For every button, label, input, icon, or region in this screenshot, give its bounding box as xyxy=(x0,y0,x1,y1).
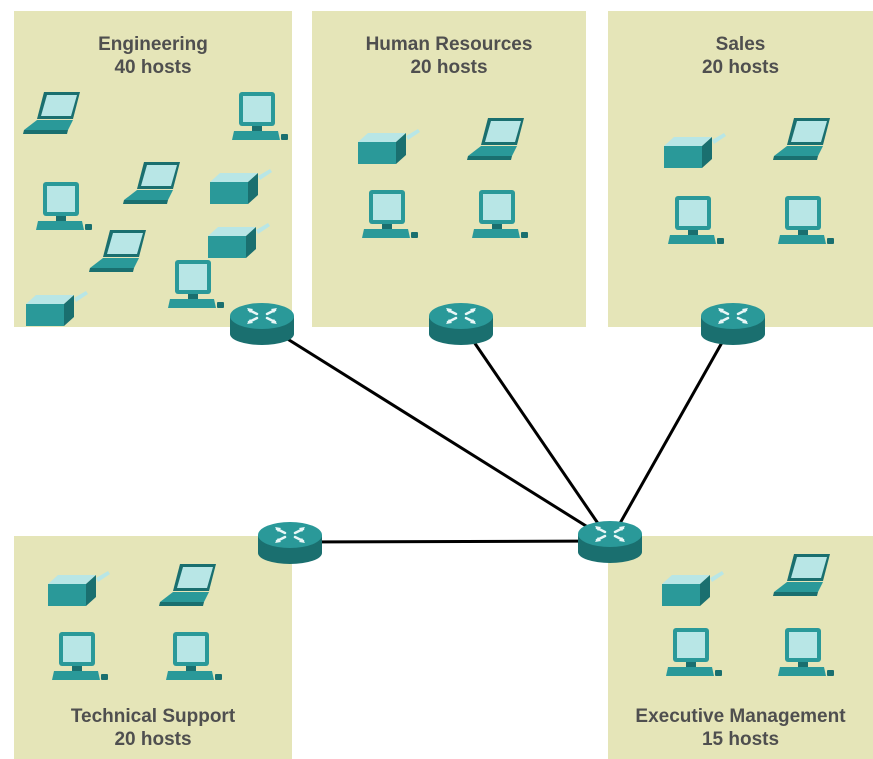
laptop-icon xyxy=(467,118,524,160)
laptop-icon xyxy=(773,118,830,160)
sales-name-label: Sales xyxy=(715,34,766,55)
engineering-hosts-label: 40 hosts xyxy=(114,57,192,78)
technical-support-hosts-label: 20 hosts xyxy=(114,729,192,750)
desktop-computer-icon xyxy=(232,92,288,140)
laptop-icon xyxy=(89,230,146,272)
executive-management-name-label: Executive Management xyxy=(635,706,846,727)
engineering-name-label: Engineering xyxy=(98,34,208,55)
desktop-computer-icon xyxy=(778,196,834,244)
desktop-computer-icon xyxy=(362,190,418,238)
desktop-computer-icon xyxy=(668,196,724,244)
printer-icon xyxy=(358,129,420,164)
printer-icon xyxy=(208,223,270,258)
desktop-computer-icon xyxy=(666,628,722,676)
human-resources-hosts-label: 20 hosts xyxy=(410,57,488,78)
printer-icon xyxy=(662,571,724,606)
executive-management-hosts-label: 15 hosts xyxy=(701,729,780,750)
router-icon xyxy=(258,522,322,564)
laptop-icon xyxy=(123,162,180,204)
router-icon xyxy=(578,521,642,563)
laptop-icon xyxy=(773,554,830,596)
link-central-engineering xyxy=(261,321,611,543)
technical-support-name-label: Technical Support xyxy=(70,706,236,727)
desktop-computer-icon xyxy=(166,632,222,680)
printer-icon xyxy=(664,133,726,168)
desktop-computer-icon xyxy=(36,182,92,230)
sales-hosts-label: 20 hosts xyxy=(701,57,780,78)
printer-icon xyxy=(26,291,88,326)
printer-icon xyxy=(48,571,110,606)
laptop-icon xyxy=(159,564,216,606)
desktop-computer-icon xyxy=(778,628,834,676)
zone-executive-management: Executive Management 15 hosts xyxy=(608,536,873,759)
desktop-computer-icon xyxy=(52,632,108,680)
printer-icon xyxy=(210,169,272,204)
link-central-human_resources xyxy=(459,322,612,542)
link-central-sales xyxy=(608,322,735,542)
zone-sales: Sales 20 hosts xyxy=(608,11,873,327)
zone-human-resources: Human Resources 20 hosts xyxy=(312,11,586,327)
link-central-technical_support xyxy=(289,539,611,544)
desktop-computer-icon xyxy=(168,260,224,308)
router-icon xyxy=(230,303,294,345)
laptop-icon xyxy=(23,92,80,134)
router-icon xyxy=(701,303,765,345)
human-resources-name-label: Human Resources xyxy=(365,34,533,55)
desktop-computer-icon xyxy=(472,190,528,238)
router-icon xyxy=(429,303,493,345)
